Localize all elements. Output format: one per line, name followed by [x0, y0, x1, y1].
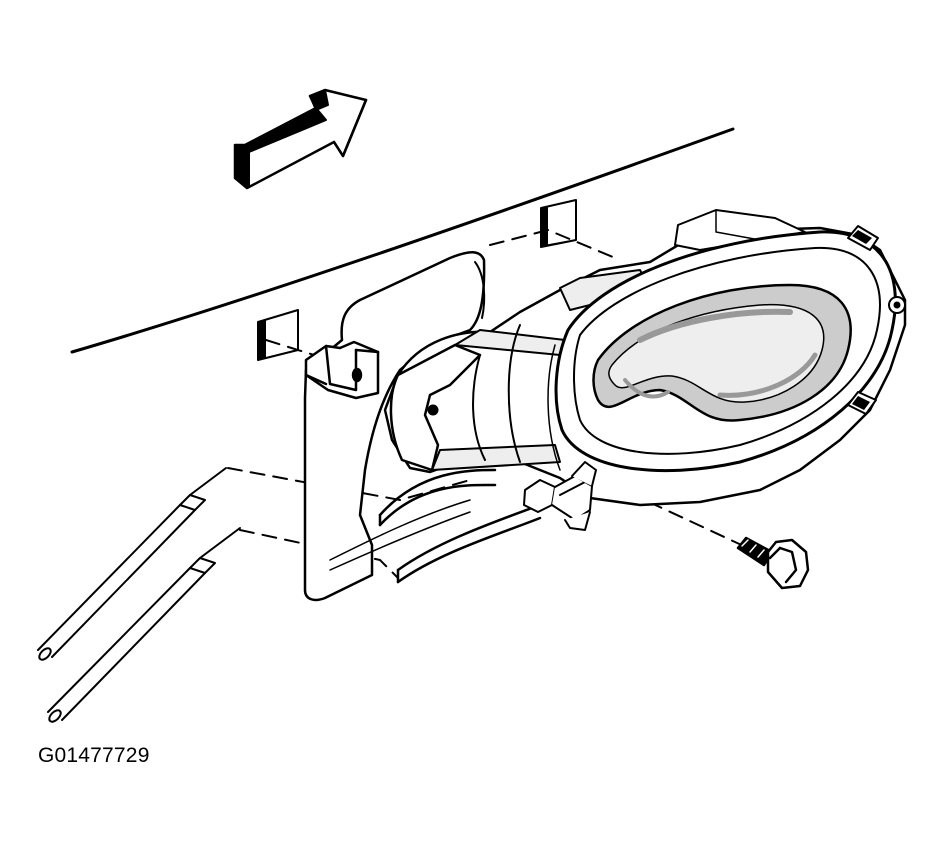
connector-pin-upper: [37, 467, 227, 661]
mounting-slot-upper: [540, 199, 577, 248]
electrical-connector: [523, 461, 597, 531]
figure-id-label: G01477729: [38, 744, 150, 767]
lamp-lens: [592, 283, 852, 422]
forward-arrow-icon: [233, 88, 368, 190]
bolt-icon: [736, 536, 810, 590]
connector-pin-lower: [47, 527, 241, 723]
bumper-fascia-edge: [70, 127, 735, 354]
mounting-slot-lower: [257, 309, 299, 361]
bracket-retaining-clip: [304, 340, 380, 400]
wiring-harness: [329, 468, 542, 584]
